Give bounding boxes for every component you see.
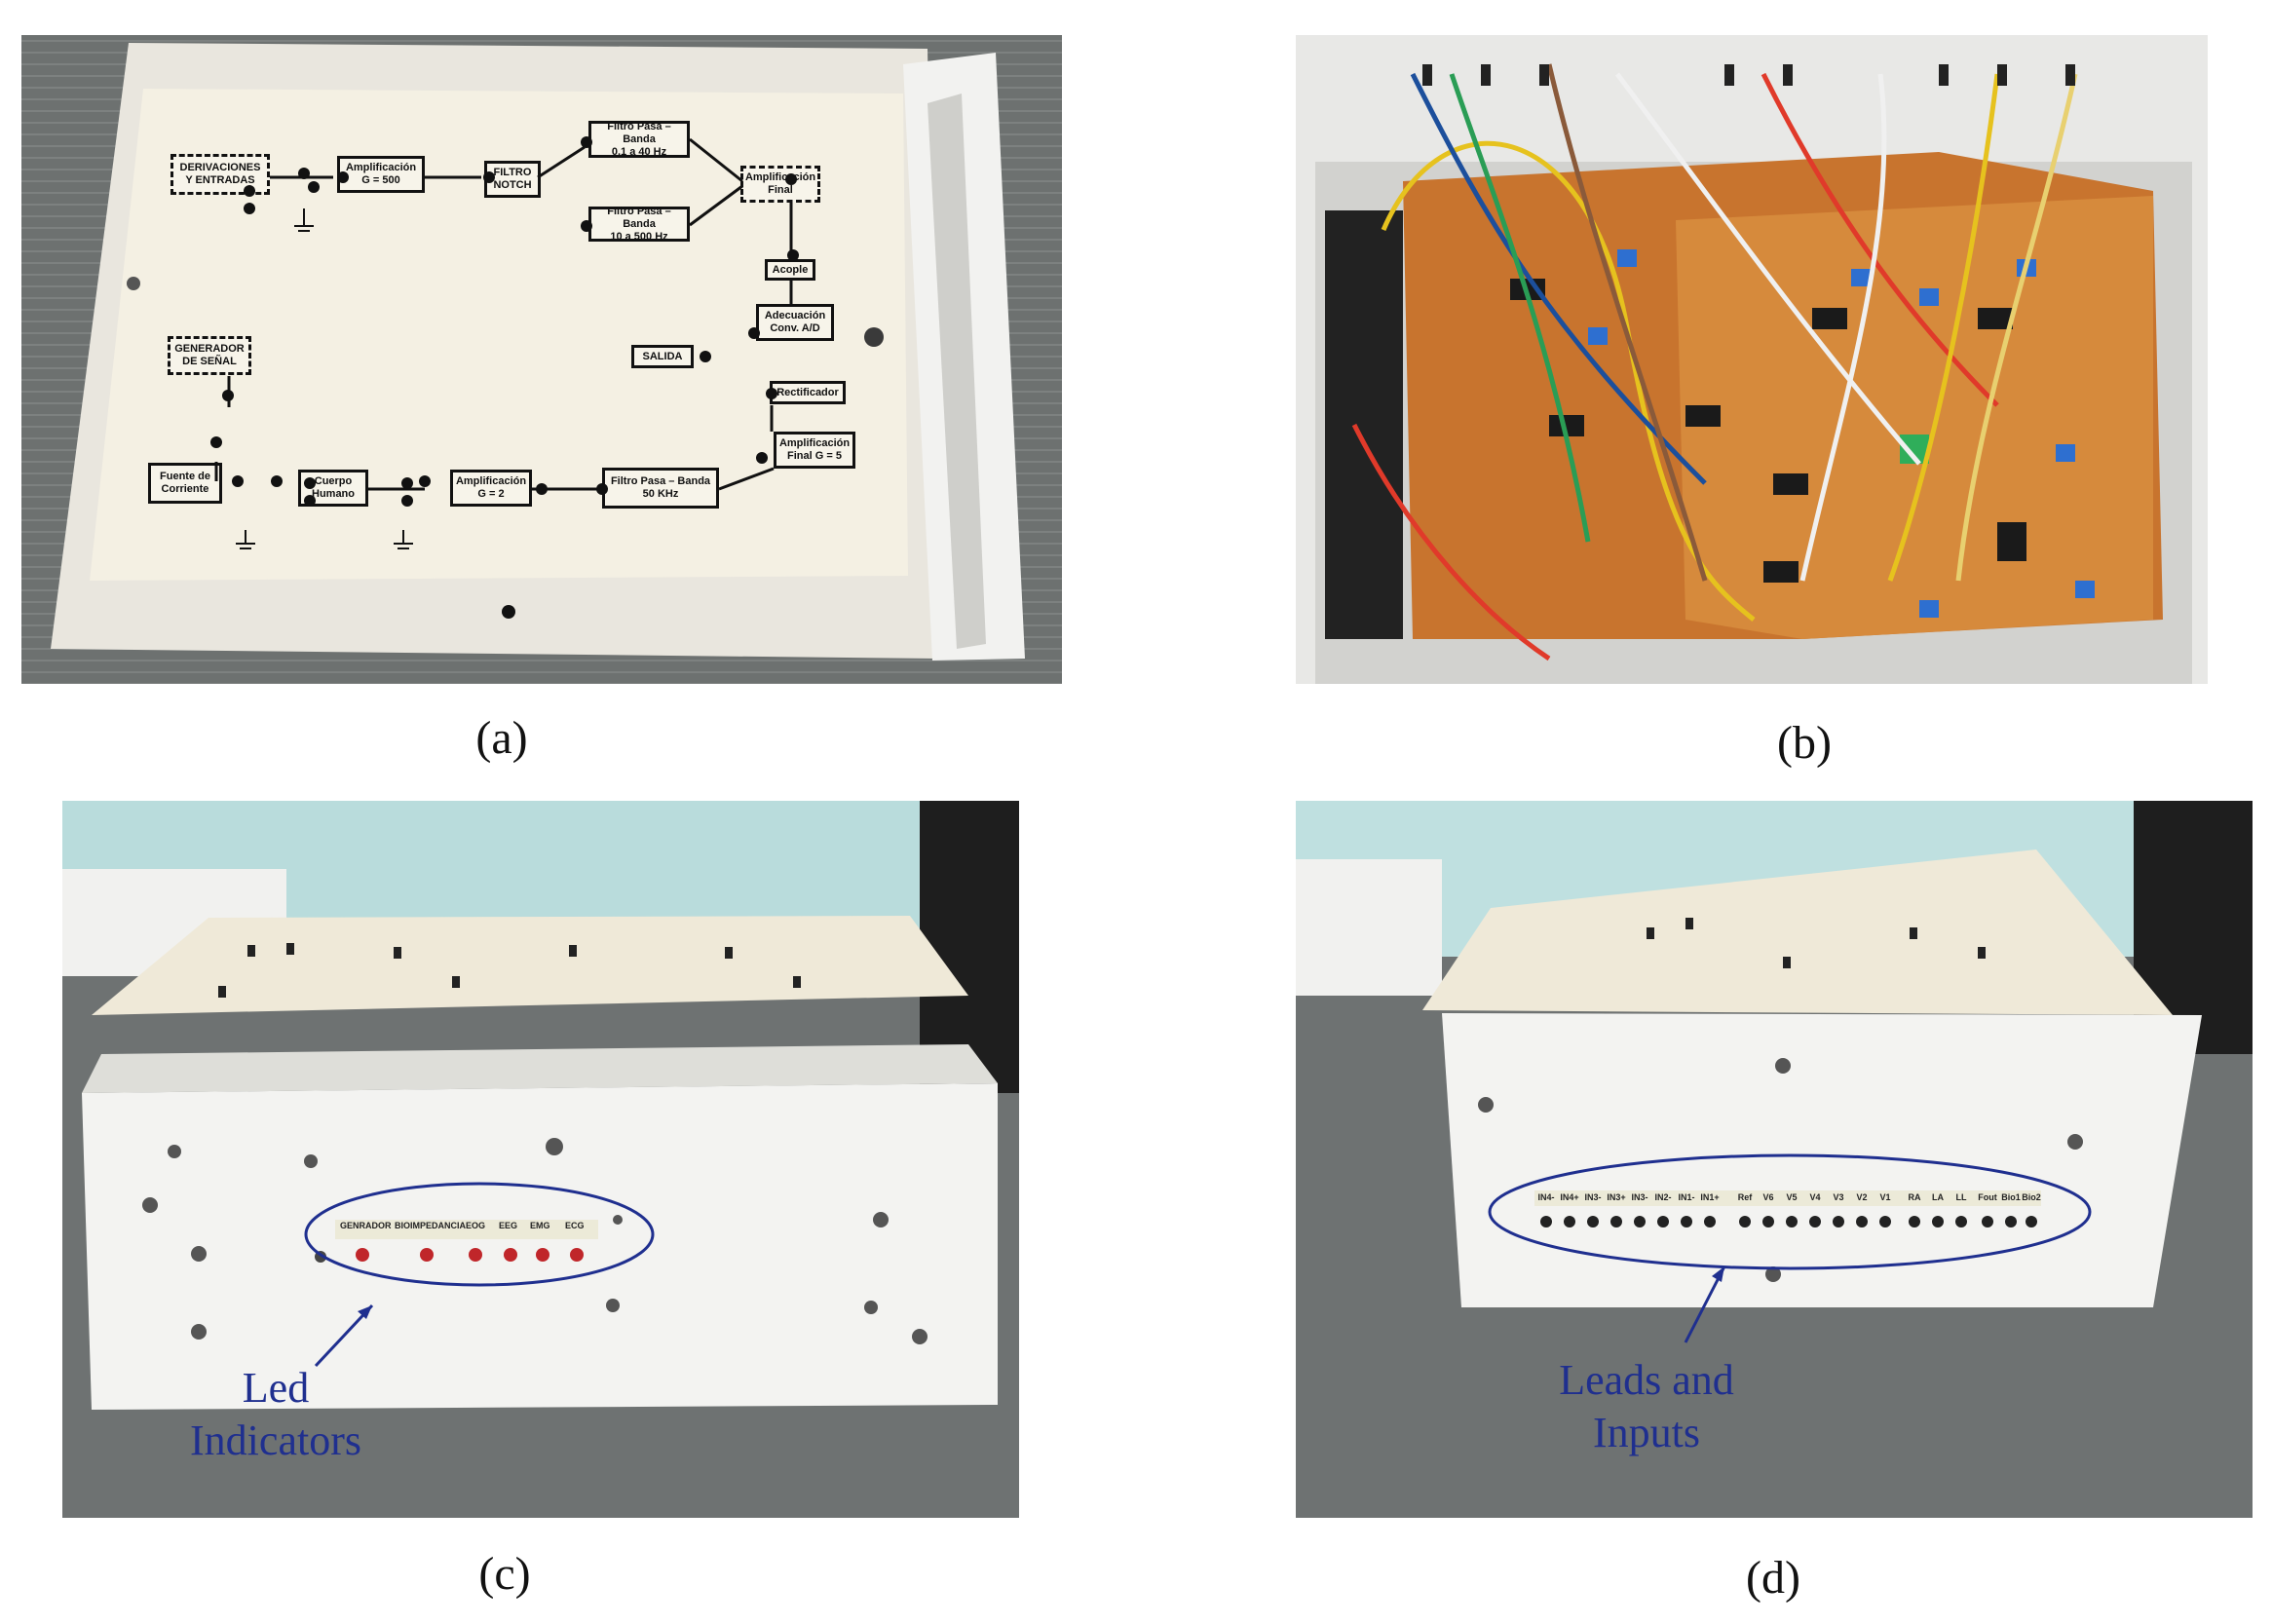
block-salida: SALIDA xyxy=(631,345,694,368)
jack-label-bio2: Bio2 xyxy=(2022,1192,2041,1202)
led-label-ecg: ECG xyxy=(565,1221,585,1230)
block-acople: Acople xyxy=(765,259,815,281)
block-derivaciones: DERIVACIONES Y ENTRADAS xyxy=(170,154,270,195)
jack-label-v4: V4 xyxy=(1809,1192,1821,1202)
box-front xyxy=(82,1083,998,1410)
photo-d-content xyxy=(1296,801,2253,1518)
jack-label-v2: V2 xyxy=(1856,1192,1868,1202)
block-fuente-corriente: Fuente de Corriente xyxy=(148,463,222,504)
jack-label-in1-minus: IN1- xyxy=(1678,1192,1695,1202)
jack-label-ll: LL xyxy=(1955,1192,1967,1202)
photo-a-front-panel xyxy=(21,35,1062,684)
photo-c-content xyxy=(62,801,1019,1518)
block-generador: GENERADOR DE SEÑAL xyxy=(168,336,251,375)
jack-label-v3: V3 xyxy=(1833,1192,1844,1202)
photo-a-background xyxy=(21,35,1062,684)
led-label-eeg: EEG xyxy=(499,1221,518,1230)
annotation-led-text: Led Indicators xyxy=(190,1364,361,1464)
annotation-leads-text: Leads and Inputs xyxy=(1559,1356,1734,1456)
led-highlight-ellipse xyxy=(304,1182,655,1287)
jack-label-v5: V5 xyxy=(1786,1192,1798,1202)
caption-c: (c) xyxy=(478,1548,531,1600)
box-top xyxy=(92,916,968,1015)
block-amplificacion-2: Amplificación G = 2 xyxy=(450,470,532,507)
jack-label-in3-plus: IN3+ xyxy=(1607,1192,1626,1202)
inputs-highlight-ellipse xyxy=(1488,1153,2092,1270)
block-filtro-01-40: Filtro Pasa – Banda 0.1 a 40 Hz xyxy=(588,121,690,158)
caption-a: (a) xyxy=(475,712,528,764)
box-top xyxy=(1422,850,2173,1015)
photo-d-inputs-side xyxy=(1296,801,2253,1518)
jack-label-in3-minus-b: IN3- xyxy=(1631,1192,1648,1202)
caption-d: (d) xyxy=(1746,1552,1800,1604)
panel-a-connectors xyxy=(210,136,799,549)
jack-label-ra: RA xyxy=(1908,1192,1921,1202)
block-amplificacion-500: Amplificación G = 500 xyxy=(337,156,425,193)
jack-label-v1: V1 xyxy=(1879,1192,1891,1202)
photo-c-led-side xyxy=(62,801,1019,1518)
led-label-genrador: GENRADOR xyxy=(340,1221,392,1230)
photo-b-content xyxy=(1296,35,2208,684)
jack-label-la: LA xyxy=(1932,1192,1944,1202)
jack-label-v6: V6 xyxy=(1762,1192,1774,1202)
led-label-emg: EMG xyxy=(530,1221,550,1230)
photo-b-circuit-board xyxy=(1296,35,2208,684)
block-filtro-notch: FILTRO NOTCH xyxy=(484,161,541,198)
jack-label-in4-plus: IN4+ xyxy=(1560,1192,1579,1202)
box-front xyxy=(1442,1013,2202,1307)
block-filtro-50k: Filtro Pasa – Banda 50 KHz xyxy=(602,468,719,509)
jack-label-in3-minus: IN3- xyxy=(1584,1192,1602,1202)
battery-pack xyxy=(1325,210,1403,639)
block-amplificacion-final-5: Amplificación Final G = 5 xyxy=(774,432,855,469)
annotation-led-indicators: Led Indicators xyxy=(164,1362,388,1467)
jack-label-fout: Fout xyxy=(1978,1192,1997,1202)
jack-label-in1-plus: IN1+ xyxy=(1700,1192,1720,1202)
annotation-leads-inputs: Leads and Inputs xyxy=(1520,1354,1773,1459)
led-label-bioimpedancia: BIOIMPEDANCIA xyxy=(395,1221,467,1230)
jack-label-ref: Ref xyxy=(1737,1192,1753,1202)
jack-label-bio1: Bio1 xyxy=(2001,1192,2021,1202)
jack-label-in2-minus: IN2- xyxy=(1654,1192,1672,1202)
jack-label-in4-minus: IN4- xyxy=(1537,1192,1555,1202)
block-adecuacion: Adecuación Conv. A/D xyxy=(756,304,834,341)
diagram-sheet xyxy=(90,89,908,581)
led-label-eog: EOG xyxy=(466,1221,486,1230)
block-amplificacion-final: Amplificación Final xyxy=(740,166,820,203)
caption-b: (b) xyxy=(1777,717,1832,769)
